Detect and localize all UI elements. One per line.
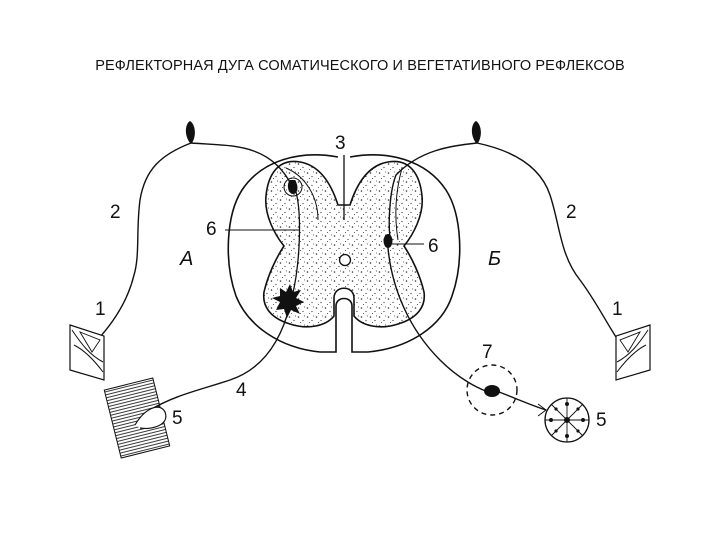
skin-receptor-right [616, 325, 650, 380]
label-6-left: 6 [206, 219, 217, 240]
label-5-left: 5 [172, 408, 183, 429]
label-side-b: Б [488, 248, 501, 270]
gland-effector [545, 398, 589, 442]
label-side-a: А [179, 248, 193, 270]
spinal-ganglion-left [186, 121, 195, 143]
label-1-left: 1 [95, 299, 106, 320]
label-3: 3 [335, 133, 346, 154]
skin-receptor-left [70, 325, 104, 380]
label-2-right: 2 [566, 202, 577, 223]
lateral-horn-neuron [384, 234, 393, 248]
central-canal [340, 255, 351, 266]
label-4: 4 [236, 380, 247, 401]
label-7: 7 [482, 342, 493, 363]
label-6-right: 6 [428, 236, 439, 257]
spinal-ganglion-right [472, 121, 481, 143]
label-1-right: 1 [612, 299, 623, 320]
label-5-right: 5 [596, 410, 607, 431]
muscle-effector [104, 378, 169, 458]
label-2-left: 2 [110, 202, 121, 223]
